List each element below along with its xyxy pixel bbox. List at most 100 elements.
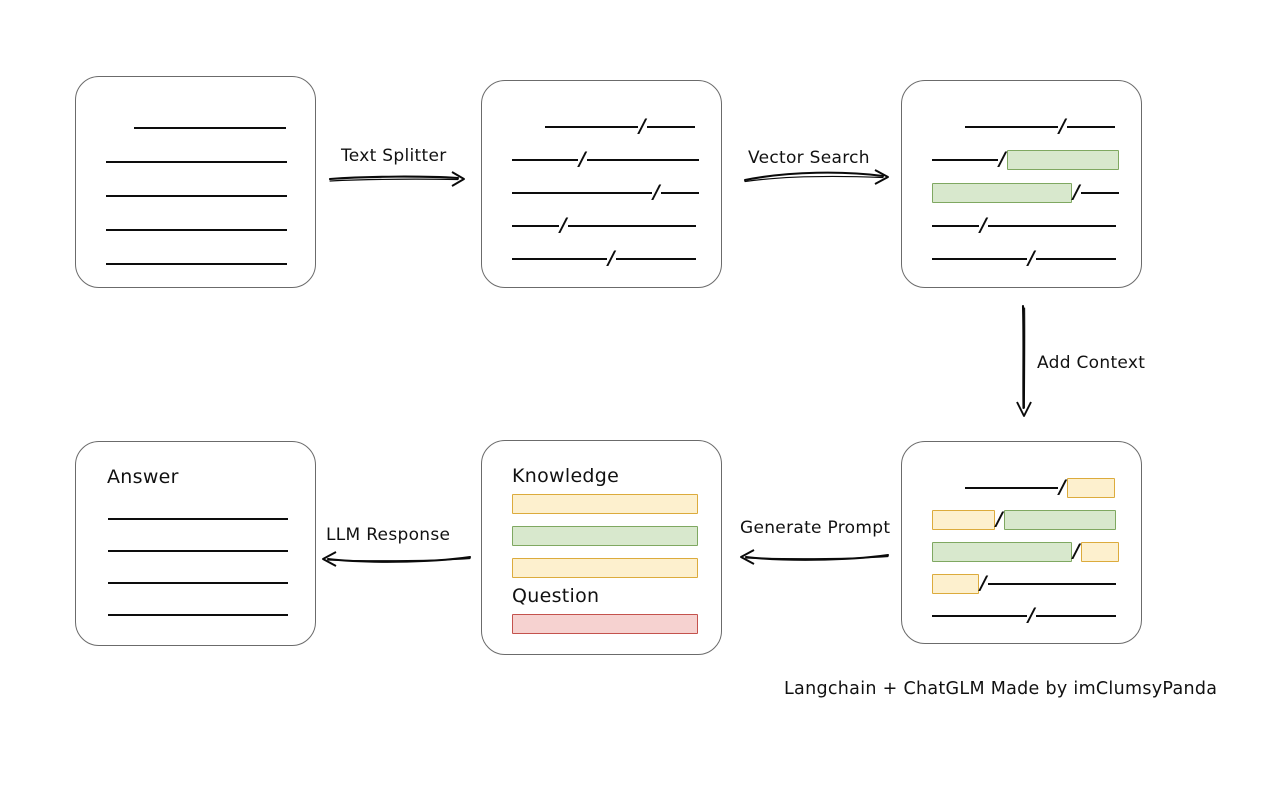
text-row: / — [932, 507, 1116, 530]
arrow-generate-prompt — [740, 549, 890, 565]
text-row: / — [932, 539, 1119, 562]
text-row — [106, 187, 287, 205]
text-line — [512, 159, 578, 161]
text-row: / — [965, 475, 1115, 498]
text-row — [134, 119, 286, 137]
chunk-separator-slash: / — [980, 213, 987, 236]
matched-chunks-box[interactable]: / / / / / — [901, 80, 1142, 288]
text-row — [108, 574, 288, 592]
text-row: / — [512, 246, 696, 269]
text-row: / — [932, 246, 1116, 269]
text-line — [134, 127, 286, 129]
text-line — [512, 192, 652, 194]
context-chunks-box[interactable]: / / / / / — [901, 441, 1142, 644]
text-line — [106, 195, 287, 197]
edge-label-add-context: Add Context — [1037, 353, 1146, 373]
text-line — [932, 258, 1027, 260]
text-line — [512, 225, 559, 227]
prompt-bar-red — [512, 614, 698, 634]
text-row: / — [932, 180, 1119, 203]
text-line — [987, 225, 1116, 227]
prompt-bar-yellow — [512, 558, 698, 578]
text-line — [1035, 258, 1116, 260]
highlight-chip-yellow — [932, 574, 979, 594]
highlight-chip-green — [1006, 150, 1119, 170]
text-row — [106, 221, 287, 239]
answer-box[interactable]: Answer — [75, 441, 316, 646]
arrow-text-splitter — [328, 171, 465, 187]
text-line — [615, 258, 696, 260]
text-row — [108, 510, 288, 528]
chunk-separator-slash: / — [579, 147, 586, 170]
text-line — [932, 615, 1027, 617]
text-row — [106, 153, 287, 171]
edge-label-vector-search: Vector Search — [748, 148, 870, 168]
text-row: / — [965, 114, 1115, 137]
split-chunks-box[interactable]: / / / / / — [481, 80, 722, 288]
text-line — [646, 126, 695, 128]
text-line — [965, 487, 1058, 489]
text-line — [106, 229, 287, 231]
arrow-llm-response — [322, 551, 472, 567]
text-row: / — [545, 114, 695, 137]
text-row: / — [932, 571, 1116, 594]
chunk-separator-slash: / — [1059, 475, 1066, 498]
chunk-separator-slash: / — [1059, 114, 1066, 137]
text-row: / — [512, 182, 699, 202]
chunk-separator-slash: / — [560, 213, 567, 236]
text-line — [108, 550, 288, 552]
text-row: / — [932, 213, 1116, 236]
text-line — [106, 263, 287, 265]
chunk-separator-slash: / — [980, 571, 987, 594]
arrow-vector-search — [743, 169, 889, 185]
text-line — [106, 161, 287, 163]
text-row — [108, 542, 288, 560]
chunk-separator-slash: / — [639, 114, 646, 137]
highlight-chip-green — [932, 542, 1072, 562]
text-row: / — [512, 147, 699, 170]
chunk-separator-slash: / — [999, 147, 1006, 170]
question-label: Question — [512, 585, 600, 607]
text-row: / — [512, 213, 696, 236]
text-line — [987, 583, 1116, 585]
answer-title: Answer — [107, 466, 179, 488]
text-line — [965, 126, 1058, 128]
highlight-chip-yellow — [1080, 542, 1119, 562]
prompt-box[interactable]: Knowledge Question — [481, 440, 722, 655]
chunk-separator-slash: / — [1073, 180, 1080, 203]
knowledge-label: Knowledge — [512, 465, 620, 487]
highlight-chip-green — [932, 183, 1072, 203]
text-line — [108, 582, 288, 584]
text-line — [108, 518, 288, 520]
text-row: / — [932, 603, 1116, 626]
chunk-separator-slash: / — [608, 246, 615, 269]
chunk-separator-slash: / — [1028, 603, 1035, 626]
source-document-box[interactable] — [75, 76, 316, 288]
chunk-separator-slash: / — [1073, 539, 1080, 562]
text-line — [932, 159, 998, 161]
prompt-bar-green — [512, 526, 698, 546]
text-line — [567, 225, 696, 227]
text-line — [660, 192, 699, 194]
text-line — [1066, 126, 1115, 128]
text-row — [106, 255, 287, 273]
text-line — [586, 159, 699, 161]
diagram-caption: Langchain + ChatGLM Made by imClumsyPand… — [784, 679, 1218, 699]
edge-label-text-splitter: Text Splitter — [341, 146, 447, 166]
arrow-add-context — [1016, 304, 1032, 417]
highlight-chip-yellow — [932, 510, 995, 530]
text-line — [1035, 615, 1116, 617]
text-line — [512, 258, 607, 260]
text-row: / — [932, 147, 1119, 170]
text-line — [545, 126, 638, 128]
highlight-chip-green — [1003, 510, 1116, 530]
chunk-separator-slash: / — [996, 507, 1003, 530]
highlight-chip-yellow — [1066, 478, 1115, 498]
text-line — [932, 225, 979, 227]
text-line — [1080, 192, 1119, 194]
text-row — [108, 606, 288, 624]
text-line — [108, 614, 288, 616]
edge-label-llm-response: LLM Response — [326, 525, 451, 545]
chunk-separator-slash: / — [1028, 246, 1035, 269]
